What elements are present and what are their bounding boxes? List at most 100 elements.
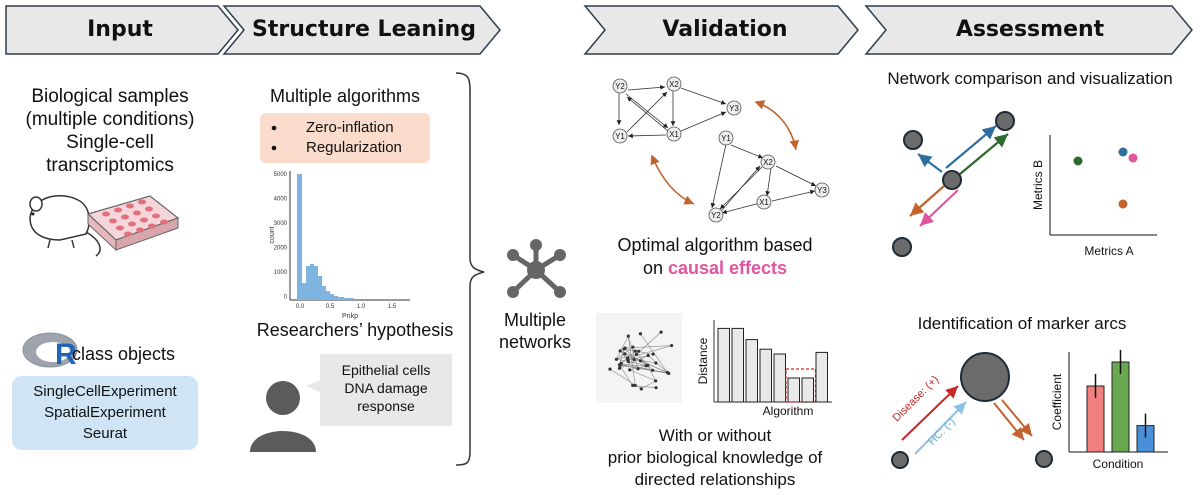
- bullet-icon: [271, 125, 277, 131]
- object-singlecell: SingleCellExperiment: [33, 383, 177, 400]
- marker-node-small-right: [1035, 450, 1053, 468]
- thumbnail-edge: [620, 350, 669, 374]
- compare-arrow-2: [754, 100, 800, 151]
- causal-effects-highlight: causal effects: [667, 258, 788, 278]
- thumbnail-node: [637, 349, 641, 353]
- header-structure-chevron: [222, 5, 501, 55]
- speech-line-1: Epithelial cells: [341, 362, 431, 378]
- thumbnail-node: [654, 386, 658, 390]
- thumbnail-node: [654, 361, 658, 365]
- r-logo: [22, 332, 78, 368]
- thumbnail-node: [644, 364, 648, 368]
- header-assessment-chevron: [864, 5, 1193, 55]
- algorithms-title: Multiple algorithms: [269, 86, 421, 106]
- distance-bar: [717, 327, 730, 403]
- algorithms-box: [260, 113, 430, 163]
- object-classes-box: [12, 376, 198, 450]
- dag-2-nodes: [708, 130, 830, 223]
- marker-arcs-title: Identification of marker arcs: [917, 314, 1127, 333]
- condition-label: Condition: [1093, 457, 1144, 471]
- metrics-points: [1073, 147, 1138, 209]
- dag-node-label: Y3: [729, 104, 739, 113]
- hc-label: HC: (-): [926, 416, 958, 448]
- thumbnail-node: [628, 368, 632, 372]
- dag-node-label: X2: [763, 158, 773, 167]
- thumbnail-node: [659, 330, 663, 334]
- dag-1-nodes: [612, 76, 742, 144]
- algorithm-label: Algorithm: [763, 404, 814, 418]
- thumbnail-node: [617, 366, 622, 370]
- thumbnail-node: [634, 352, 639, 356]
- dag-node-label: X2: [669, 80, 679, 89]
- object-seurat: Seurat: [82, 425, 128, 442]
- thumbnail-edge: [636, 331, 662, 355]
- thumbnail-node: [626, 358, 630, 362]
- distance-bar: [801, 377, 814, 403]
- coef-bars: [1086, 350, 1155, 453]
- thumbnail-edge: [616, 354, 637, 360]
- optimal-line-2: on causal effects: [590, 258, 840, 279]
- header-validation-chevron: [583, 5, 859, 55]
- histogram-ytick: 2000: [274, 246, 288, 252]
- samples-line-4: transcriptomics: [46, 155, 174, 176]
- thumbnail-node: [638, 359, 643, 363]
- thumbnail-node: [636, 367, 640, 371]
- thumbnail-edge: [624, 347, 635, 360]
- thumbnail-node: [651, 368, 655, 372]
- thumbnail-edge: [629, 369, 656, 382]
- thumbnail-node: [608, 367, 612, 371]
- thumbnail-node: [669, 343, 674, 348]
- header-structure: Structure Leaning: [252, 17, 476, 42]
- marker-node-small-left: [891, 451, 909, 469]
- header-validation: Validation: [662, 17, 788, 42]
- metrics-b-label: Metrics B: [1031, 160, 1045, 210]
- knowledge-line-3: directed relationships: [634, 470, 796, 489]
- header-input: Input: [87, 17, 153, 42]
- thumbnail-node: [614, 357, 618, 361]
- histogram-ylabel: count: [269, 226, 276, 243]
- coef-bar: [1111, 361, 1130, 453]
- bracket: [455, 72, 485, 466]
- knowledge-line-2: prior biological knowledge of: [607, 448, 823, 467]
- thumbnail-node: [618, 349, 622, 353]
- thumbnail-edge: [627, 345, 672, 359]
- thumbnail-node: [623, 352, 627, 356]
- distance-chart-bars: [717, 327, 828, 403]
- r-logo-letter: R: [55, 338, 77, 371]
- histogram-xtick: 0.5: [326, 304, 335, 310]
- header-assessment: Assessment: [955, 17, 1105, 42]
- network-icon-nodes: [507, 239, 566, 298]
- thumbnail-node: [633, 383, 637, 388]
- marker-arrow-1: [993, 402, 1025, 441]
- thumbnail-node: [654, 379, 658, 383]
- thumbnail-edge: [647, 355, 668, 373]
- thumbnail-node: [626, 334, 630, 338]
- thumbnail-edge: [619, 365, 669, 374]
- histogram-ytick: 5000: [274, 172, 288, 178]
- metrics-a-label: Metrics A: [1084, 244, 1133, 258]
- marker-arrow-2: [1001, 399, 1033, 437]
- thumbnail-node: [638, 332, 643, 336]
- distance-bar: [759, 348, 772, 403]
- disease-arrow: [901, 385, 959, 441]
- histogram-xtick: 1.0: [357, 304, 366, 310]
- histogram-xlabel: Pnkp: [342, 313, 358, 320]
- histogram-xtick: 0.0: [296, 304, 305, 310]
- networks-line-1: Multiple: [503, 310, 567, 330]
- well-plate-icon: [86, 195, 180, 252]
- distance-bar: [815, 351, 828, 403]
- dag-2-edges: [710, 143, 817, 215]
- dag-node-label: Y2: [615, 82, 625, 91]
- thumbnail-edge: [616, 335, 629, 360]
- thumbnail-node: [619, 361, 623, 365]
- histogram-ytick: 1000: [274, 270, 288, 276]
- thumbnail-node: [667, 371, 671, 376]
- thumbnail-node: [646, 353, 650, 358]
- thumbnail-edge: [628, 336, 636, 386]
- distance-label: Distance: [696, 337, 710, 384]
- class-objects-label: class objects: [72, 344, 176, 364]
- dag-node-label: Y2: [711, 211, 721, 220]
